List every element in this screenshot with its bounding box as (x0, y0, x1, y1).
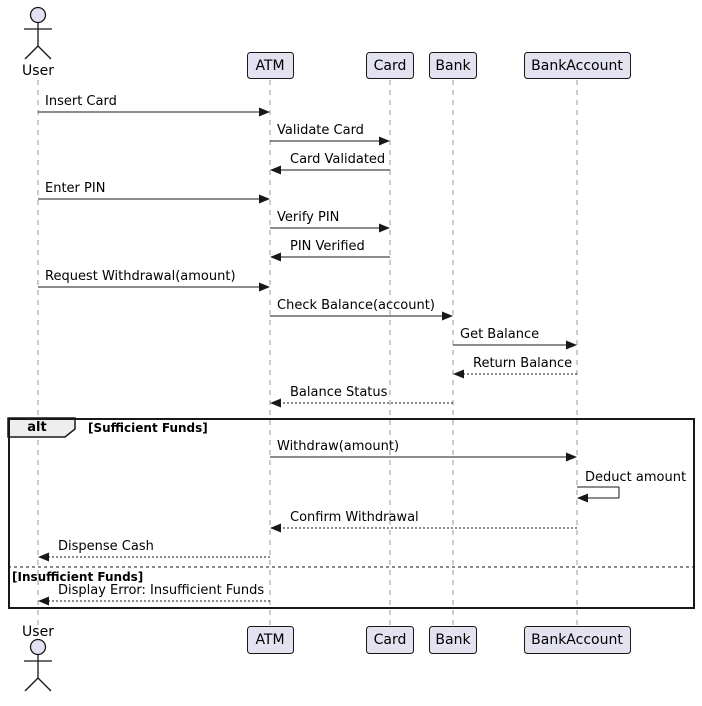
participant-box-bottom-atm: ATM (246, 626, 294, 654)
actor-head-icon (29, 638, 47, 656)
message-label: Confirm Withdrawal (290, 510, 419, 525)
message-label: Withdraw(amount) (277, 439, 400, 454)
alt-guard-label-sufficient: [Sufficient Funds] (88, 421, 208, 435)
message-label: Check Balance(account) (277, 298, 435, 313)
message-arrowhead-icon (566, 452, 577, 462)
message-arrowhead-icon (270, 523, 281, 533)
actor-head-icon (29, 6, 47, 24)
actor-figure-bottom (24, 677, 39, 692)
message-label: Request Withdrawal(amount) (45, 269, 236, 284)
actor-figure-top (24, 45, 39, 60)
message-arrowhead-icon (566, 340, 577, 350)
message-arrowhead-icon (270, 165, 281, 175)
participant-box-top-card: Card (366, 52, 414, 79)
alt-operator-label: alt (27, 420, 47, 435)
participant-box-top-bank: Bank (429, 52, 477, 79)
message-arrowhead-icon (259, 282, 270, 292)
alt-guard-label-insufficient: [Insufficient Funds] (12, 570, 144, 584)
message-arrowhead-icon (453, 369, 464, 379)
message-label: Get Balance (460, 327, 540, 342)
message-label: Return Balance (473, 356, 573, 371)
participant-box-top-atm: ATM (246, 52, 294, 79)
message-arrowhead-icon (259, 107, 270, 117)
actor-label-bottom: User (22, 624, 54, 640)
message-label: PIN Verified (290, 239, 365, 254)
message-label: Enter PIN (45, 181, 106, 196)
message-label: Insert Card (45, 94, 117, 109)
message-arrowhead-icon (38, 552, 49, 562)
message-label: Verify PIN (277, 210, 340, 225)
message-label: Display Error: Insufficient Funds (58, 583, 265, 598)
actor-figure-top (37, 45, 52, 60)
message-arrowhead-icon (259, 194, 270, 204)
alt-fragment-frame (8, 418, 695, 609)
message-label: Dispense Cash (58, 539, 154, 554)
participant-box-bottom-bankaccount: BankAccount (523, 626, 631, 654)
message-arrowhead-icon (442, 311, 453, 321)
participant-box-top-bankaccount: BankAccount (523, 52, 631, 79)
message-arrowhead-icon (270, 252, 281, 262)
actor-label-top: User (22, 63, 54, 79)
message-label: Deduct amount (585, 470, 687, 485)
message-arrowhead-icon (379, 136, 390, 146)
message-arrowhead-icon (379, 223, 390, 233)
participant-box-bottom-bank: Bank (429, 626, 477, 654)
message-arrowhead-icon (38, 596, 49, 606)
self-message-arrowhead-icon (577, 493, 588, 503)
actor-figure-bottom (37, 677, 52, 692)
message-label: Balance Status (290, 385, 388, 400)
participant-box-bottom-card: Card (366, 626, 414, 654)
message-label: Card Validated (290, 152, 386, 167)
message-label: Validate Card (277, 123, 364, 138)
message-arrowhead-icon (270, 398, 281, 408)
